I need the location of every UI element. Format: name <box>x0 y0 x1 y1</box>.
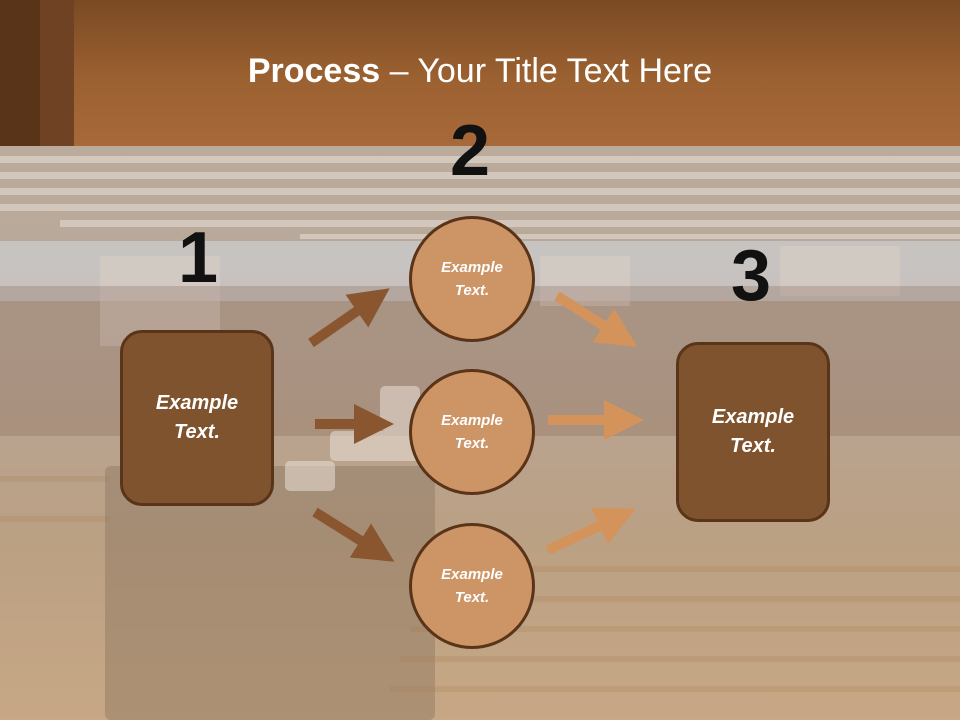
banner-accent-mid <box>40 0 74 146</box>
photo-cushion <box>285 461 335 491</box>
slide-title-bold: Process <box>247 52 381 90</box>
photo-pergola-slat <box>60 220 960 227</box>
step-number-3: 3 <box>731 236 772 316</box>
circle-text: Example Text. <box>441 259 503 299</box>
photo-sofa <box>105 466 435 720</box>
slide-title[interactable]: Process – Your Title Text Here <box>0 52 960 91</box>
step-number-1: 1 <box>178 218 219 298</box>
photo-deck-board <box>400 656 960 662</box>
circle-text: Example Text. <box>441 566 503 606</box>
photo-deck-board <box>390 686 960 692</box>
slide-title-rest: – Your Title Text Here <box>380 52 713 90</box>
photo-deck-board <box>0 476 110 482</box>
circle-text: Example Text. <box>441 412 503 452</box>
photo-deck-board <box>430 566 960 572</box>
step-1-box-text: Example Text. <box>155 392 239 443</box>
photo-pergola-slat <box>300 234 960 239</box>
step-number-2: 2 <box>450 111 491 191</box>
step-3-box[interactable]: Example Text. <box>676 342 830 522</box>
step-3-box-text: Example Text. <box>711 406 795 457</box>
photo-building <box>780 246 900 296</box>
banner-accent-dark <box>0 0 40 146</box>
step-1-box[interactable]: Example Text. <box>120 330 274 506</box>
photo-pergola-slat <box>0 204 960 211</box>
photo-deck-board <box>420 596 960 602</box>
photo-pergola-slat <box>0 156 960 163</box>
photo-pergola-slat <box>0 188 960 195</box>
step-2-circle-middle[interactable]: Example Text. <box>409 369 535 495</box>
photo-deck-board <box>0 516 110 522</box>
step-2-circle-bottom[interactable]: Example Text. <box>409 523 535 649</box>
title-banner: Process – Your Title Text Here <box>0 0 960 146</box>
photo-pergola-slat <box>0 172 960 179</box>
photo-deck-board <box>410 626 960 632</box>
step-2-circle-top[interactable]: Example Text. <box>409 216 535 342</box>
